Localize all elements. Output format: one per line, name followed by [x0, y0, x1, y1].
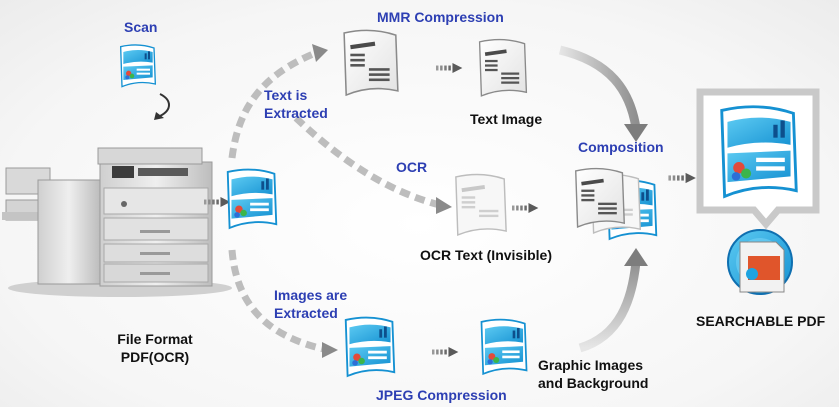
arc-to-image-extraction	[228, 249, 329, 354]
scan-curved-arrow-icon	[159, 93, 170, 117]
text-extracted-label-line2: Extracted	[264, 105, 328, 121]
pdf-file-icon	[727, 229, 793, 295]
ocr-document-icon	[455, 173, 507, 236]
copier-machine-image	[2, 147, 232, 297]
ocr-label: OCR	[396, 159, 428, 175]
ocr-text-invisible-label: OCR Text (Invisible)	[420, 247, 552, 263]
arrowhead-bottom-arc	[322, 342, 338, 358]
file-format-label-line2: PDF(OCR)	[120, 349, 190, 365]
images-extracted-label-line1: Images are	[274, 287, 348, 303]
arrowhead-composition-bottom	[624, 248, 648, 266]
scan-arrowhead-icon	[154, 112, 164, 120]
searchable-pdf-callout	[696, 88, 820, 230]
graphic-images-label-line2: and Background	[538, 375, 649, 391]
composition-document-stack	[575, 167, 658, 240]
jpeg-input-document-icon	[344, 316, 396, 377]
arrowhead-composition-top	[624, 124, 648, 142]
mmr-compression-label: MMR Compression	[377, 9, 504, 25]
file-format-label-line1: File Format	[117, 331, 193, 347]
arrow-mmr	[436, 63, 463, 73]
arrowhead-top-arc	[312, 44, 328, 62]
scan-label: Scan	[124, 19, 158, 35]
arrow-to-searchable	[668, 172, 696, 184]
arc-to-text-extraction	[228, 48, 320, 159]
arrowhead-ocr-arc	[436, 197, 452, 214]
searchable-pdf-label: SEARCHABLE PDF	[696, 313, 826, 329]
arrow-ocr	[512, 203, 539, 213]
graphic-images-document-icon	[480, 318, 528, 375]
mmr-input-document-icon	[343, 29, 399, 96]
graphic-images-label-line1: Graphic Images	[538, 357, 644, 373]
center-document-icon	[226, 168, 278, 229]
text-image-document-icon	[478, 38, 528, 97]
text-extracted-label-line1: Text is	[264, 87, 308, 103]
scan-document-icon	[119, 44, 157, 88]
arc-text-image-to-composition	[558, 45, 641, 129]
text-image-label: Text Image	[470, 111, 543, 127]
images-extracted-label-line2: Extracted	[274, 305, 338, 321]
arc-to-ocr	[293, 115, 441, 209]
jpeg-compression-label: JPEG Compression	[376, 387, 507, 403]
arrow-jpeg	[432, 347, 459, 357]
arc-graphics-to-composition	[578, 261, 641, 353]
composition-label: Composition	[578, 139, 664, 155]
